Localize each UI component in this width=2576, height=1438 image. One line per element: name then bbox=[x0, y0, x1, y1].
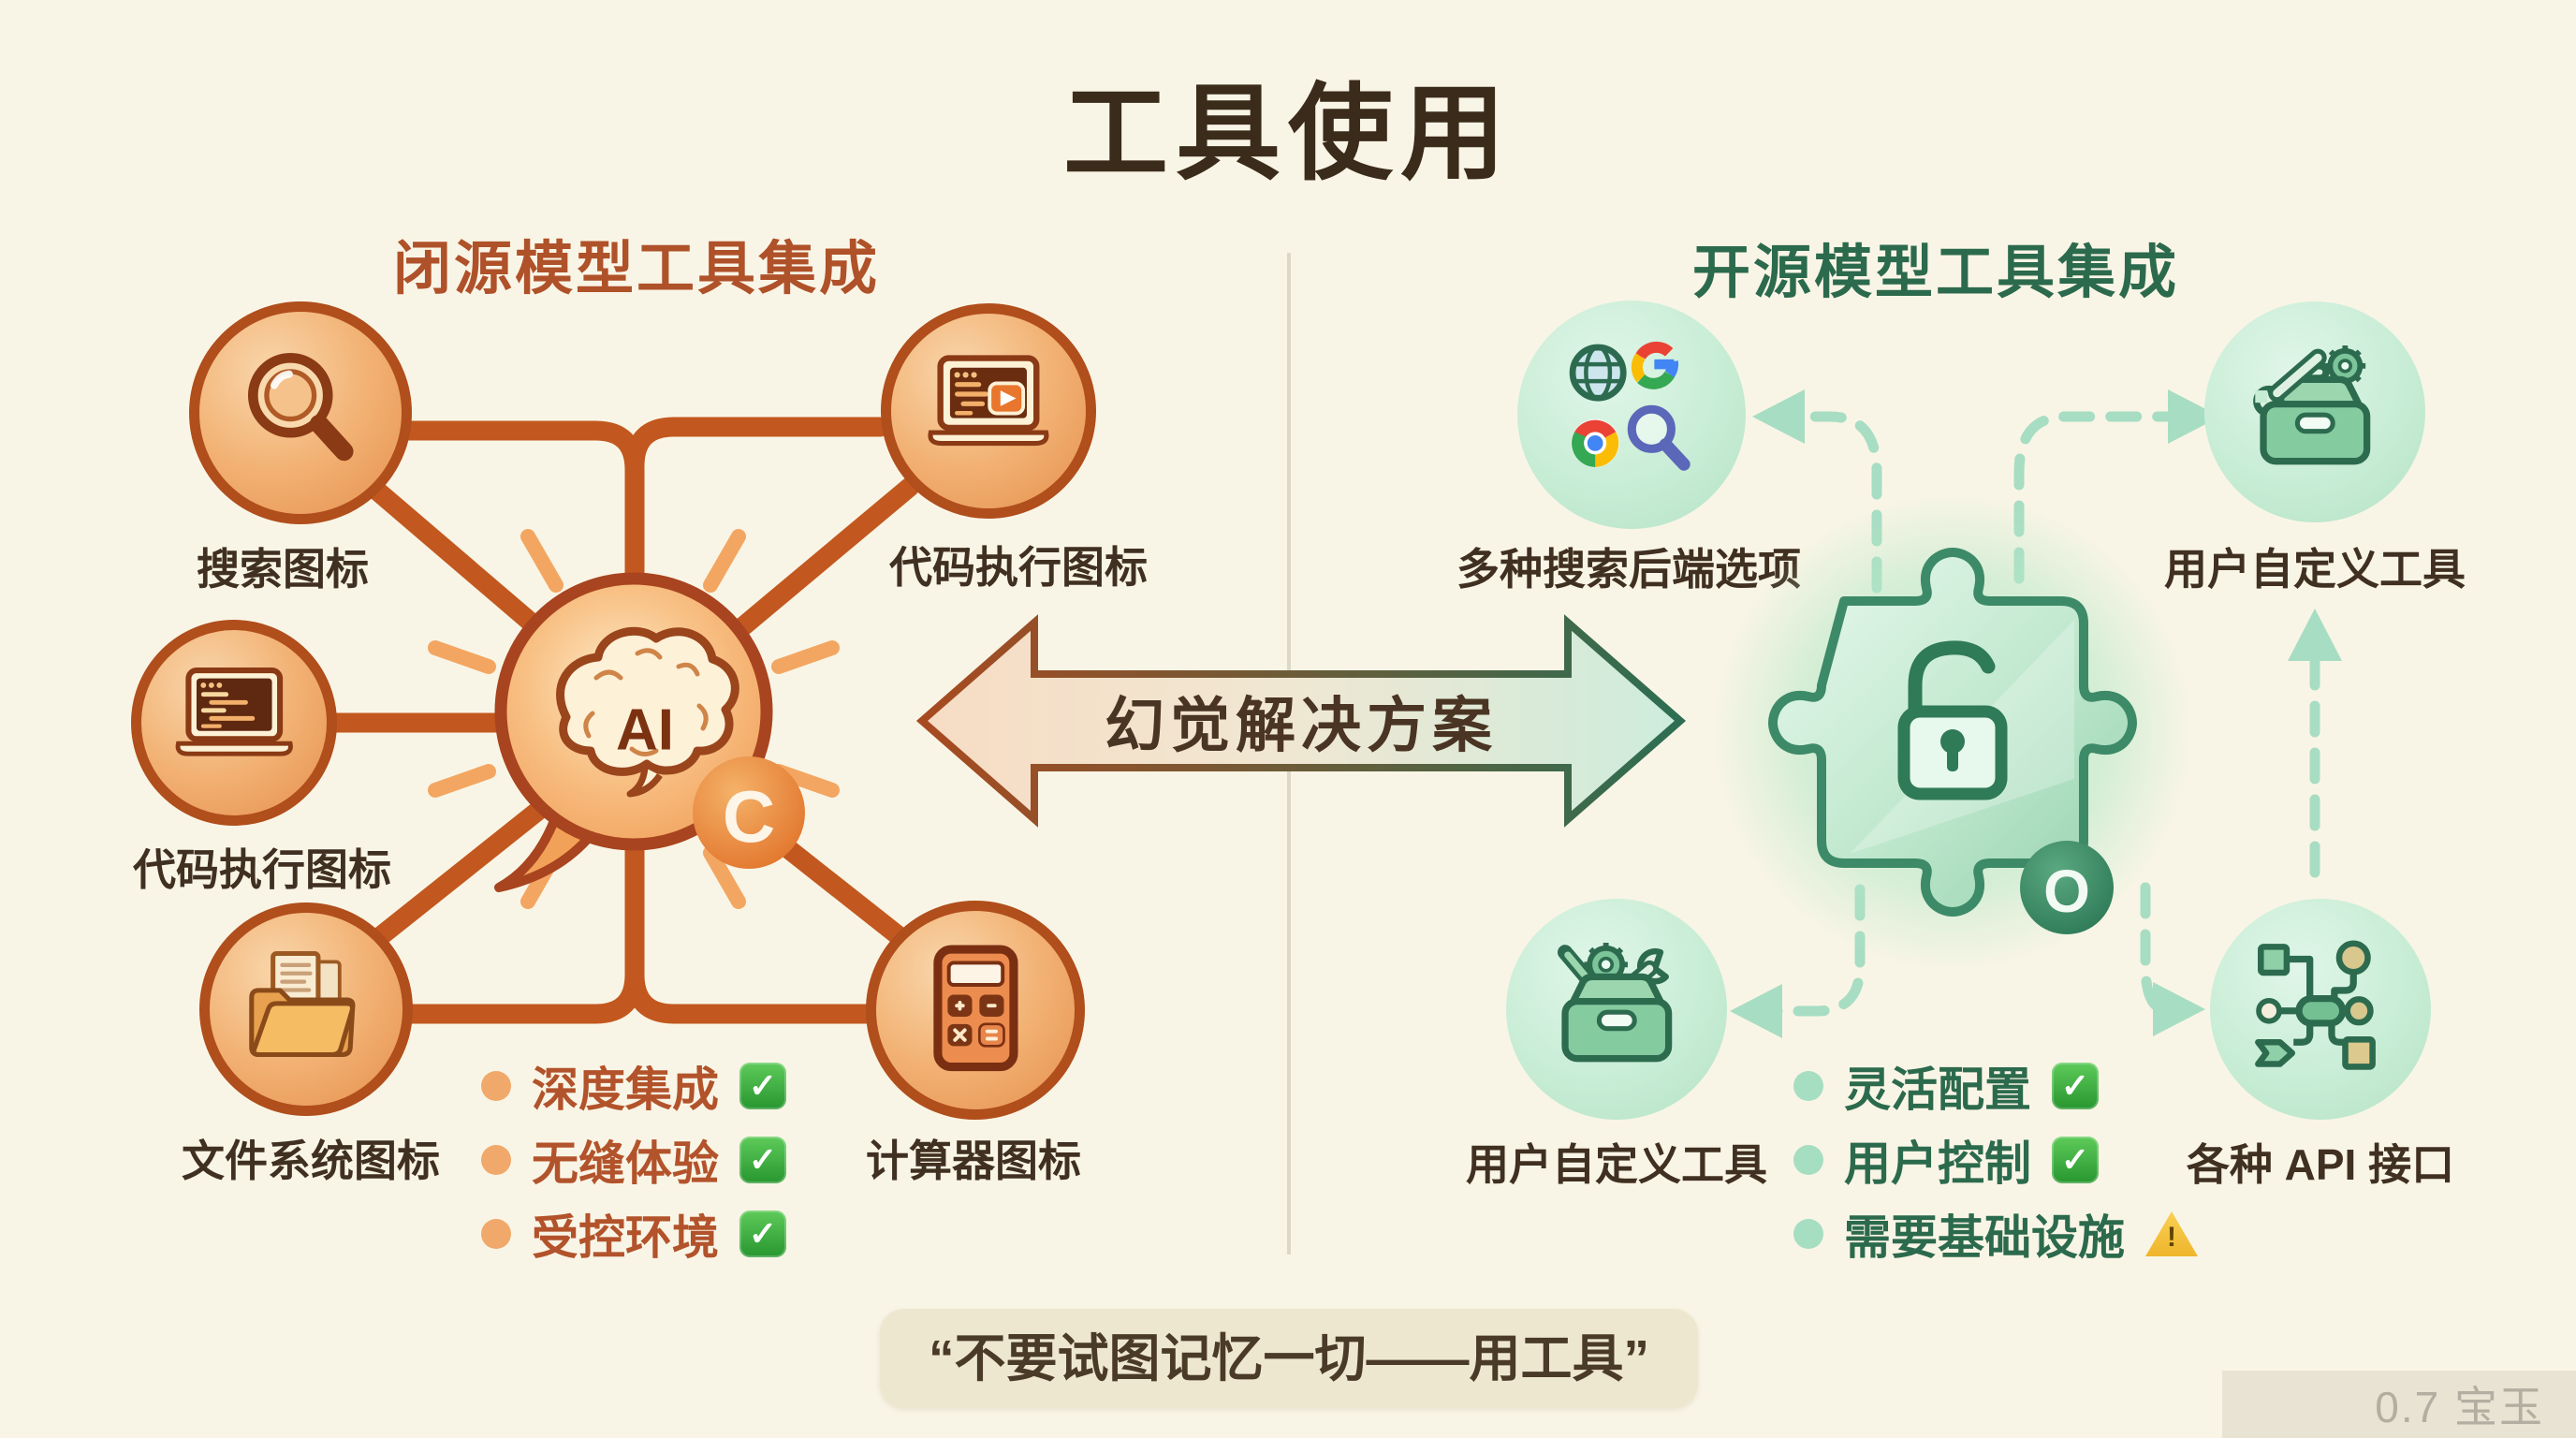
closed-badge bbox=[693, 756, 805, 869]
google-logo-icon bbox=[1631, 341, 1678, 389]
node-label-search: 搜索图标 bbox=[197, 545, 369, 594]
bullet-text: 无缝体验 bbox=[532, 1137, 719, 1190]
brain-icon bbox=[556, 626, 739, 798]
node-label-custom-tools-top: 用户自定义工具 bbox=[2164, 545, 2466, 594]
toolbox-latch bbox=[1596, 1009, 1637, 1031]
toolbox-icon bbox=[2252, 345, 2370, 465]
toolbox-lid bbox=[1570, 973, 1663, 1003]
bullet-row: 灵活配置 ✓ bbox=[1793, 1052, 2198, 1120]
globe-icon bbox=[1569, 344, 1627, 402]
folder-documents-icon bbox=[249, 950, 356, 1057]
ai-text: AI bbox=[616, 698, 674, 763]
closed-source-heading: 闭源模型工具集成 bbox=[392, 237, 881, 301]
check-icon: ✓ bbox=[2052, 1137, 2099, 1183]
node-code-exec-play bbox=[881, 303, 1096, 519]
check-icon: ✓ bbox=[739, 1063, 786, 1109]
node-custom-tools-bottom bbox=[1506, 899, 1727, 1120]
laptop-play-icon bbox=[928, 355, 1049, 447]
api-flow-icon bbox=[2254, 940, 2376, 1070]
bullet-dot bbox=[1793, 1071, 1823, 1101]
puzzle-graphic: O bbox=[1768, 548, 2137, 934]
wrench-icon bbox=[2252, 348, 2327, 418]
node-label-search-backends: 多种搜索后端选项 bbox=[1456, 545, 1801, 594]
bubble-tail bbox=[494, 814, 597, 892]
bullet-text: 受控环境 bbox=[532, 1211, 719, 1264]
node-search-backends bbox=[1517, 301, 1746, 529]
magnifier-icon bbox=[248, 353, 354, 462]
laptop-code-icon bbox=[175, 667, 293, 756]
hallucination-arrow bbox=[915, 614, 1687, 828]
chrome-logo-icon bbox=[1571, 418, 1619, 467]
open-badge-text: O bbox=[2043, 858, 2090, 925]
warning-icon: ! bbox=[2145, 1211, 2198, 1256]
bullet-dot bbox=[1793, 1219, 1823, 1249]
puzzle-piece: O bbox=[1765, 545, 2140, 934]
bullet-text: 灵活配置 bbox=[1844, 1064, 2031, 1116]
open-badge bbox=[2020, 841, 2114, 934]
bullet-row: 深度集成 ✓ bbox=[481, 1052, 786, 1120]
blue-magnifier-icon bbox=[1627, 404, 1690, 471]
node-label-calculator: 计算器图标 bbox=[866, 1137, 1081, 1185]
gear-icon bbox=[1584, 942, 1628, 987]
open-bullet-list: 灵活配置 ✓ 用户控制 ✓ 需要基础设施 ! bbox=[1793, 1052, 2198, 1268]
watermark-text: 0.7 宝玉 bbox=[2375, 1383, 2544, 1431]
node-label-file-system: 文件系统图标 bbox=[182, 1137, 440, 1185]
bullet-row: 受控环境 ✓ bbox=[481, 1200, 786, 1268]
bullet-row: 需要基础设施 ! bbox=[1793, 1200, 2198, 1268]
toolbox-icon bbox=[1557, 942, 1672, 1063]
node-calculator bbox=[866, 901, 1085, 1120]
calculator-icon bbox=[932, 945, 1018, 1071]
bullet-dot bbox=[481, 1145, 511, 1175]
open-source-heading: 开源模型工具集成 bbox=[1691, 241, 2180, 305]
bullet-text: 用户控制 bbox=[1844, 1137, 2031, 1190]
bullet-text: 需要基础设施 bbox=[1844, 1211, 2125, 1264]
open-padlock-icon bbox=[1897, 640, 2008, 800]
node-code-exec bbox=[131, 620, 337, 826]
bullet-dot bbox=[481, 1219, 511, 1249]
bullet-row: 无缝体验 ✓ bbox=[481, 1126, 786, 1194]
ai-bubble-graphic: AI C bbox=[428, 529, 840, 909]
node-label-api-interfaces: 各种 API 接口 bbox=[2186, 1140, 2455, 1189]
bullet-dot bbox=[1793, 1145, 1823, 1175]
search-backends-icon bbox=[1569, 341, 1690, 471]
toolbox-latch bbox=[2294, 412, 2335, 433]
check-icon: ✓ bbox=[2052, 1063, 2099, 1109]
closed-bullet-list: 深度集成 ✓ 无缝体验 ✓ 受控环境 ✓ bbox=[481, 1052, 786, 1268]
page-title: 工具使用 bbox=[1063, 75, 1513, 192]
arrow-label: 幻觉解决方案 bbox=[1105, 692, 1498, 759]
node-label-code-exec: 代码执行图标 bbox=[133, 845, 391, 894]
watermark-strip: 0.7 宝玉 bbox=[2222, 1371, 2576, 1438]
bullet-row: 用户控制 ✓ bbox=[1793, 1126, 2198, 1194]
node-label-custom-tools-bottom: 用户自定义工具 bbox=[1466, 1140, 1767, 1189]
check-icon: ✓ bbox=[739, 1137, 786, 1183]
closed-badge-text: C bbox=[723, 775, 775, 858]
node-label-code-exec-play: 代码执行图标 bbox=[889, 543, 1148, 592]
check-icon: ✓ bbox=[739, 1211, 786, 1257]
ai-bubble: AI C bbox=[409, 494, 858, 944]
node-search bbox=[189, 301, 412, 524]
bullet-text: 深度集成 bbox=[532, 1064, 719, 1116]
node-custom-tools-top bbox=[2204, 301, 2425, 522]
quote-banner: “不要试图记忆一切——用工具” bbox=[879, 1309, 1699, 1408]
node-api-interfaces bbox=[2210, 899, 2431, 1120]
open-dashed-connectors bbox=[1765, 411, 2320, 1017]
node-file-system bbox=[199, 902, 413, 1116]
open-arrowheads bbox=[1730, 389, 2342, 1038]
bullet-dot bbox=[481, 1071, 511, 1101]
